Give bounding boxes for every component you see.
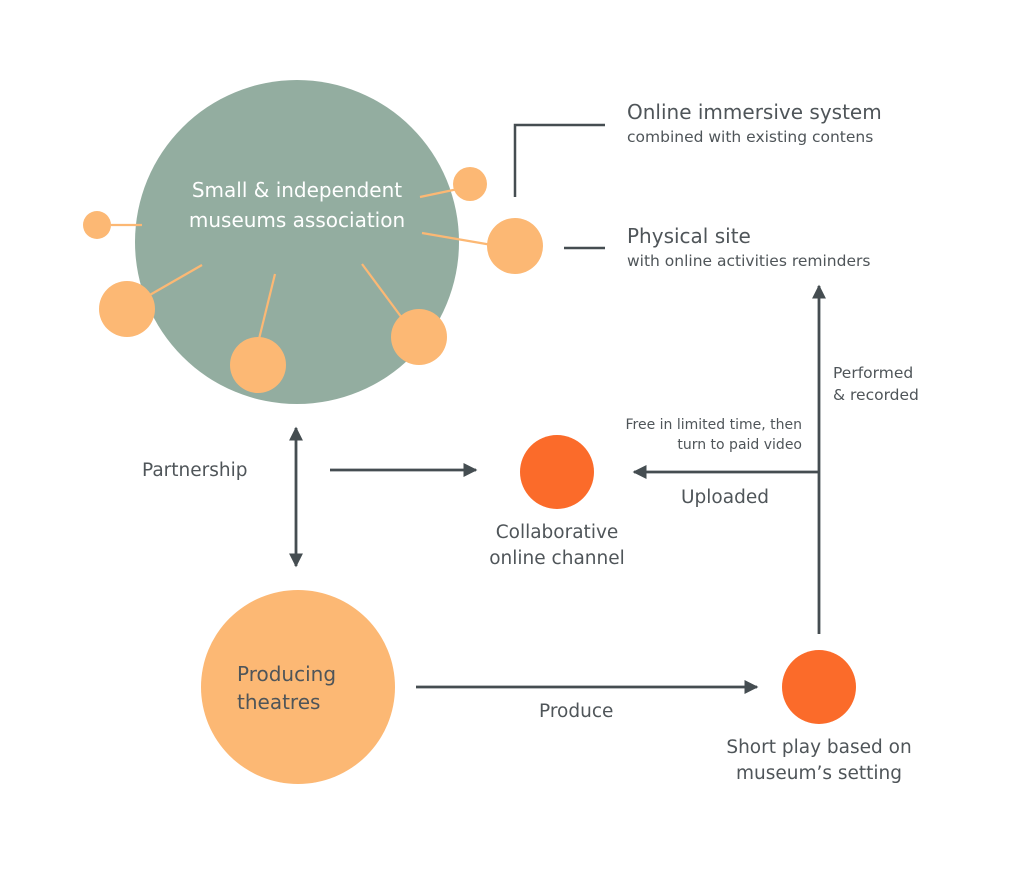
performed-recorded-label: Performed & recorded [833, 364, 919, 405]
satellite-connector-upper-right [419, 187, 459, 199]
online-system-bracket [513, 123, 605, 197]
online-system-subtitle: combined with existing contens [627, 128, 874, 147]
collaborative-channel-label: Collaborative online channel [447, 522, 667, 570]
free-limited-time-label: Free in limited time, then turn to paid … [572, 417, 803, 454]
short-play-label: Short play based on museum’s setting [694, 737, 944, 785]
museums-association-line2: museums association [188, 208, 406, 233]
producing-theatres-line1: Producing [237, 662, 337, 686]
satellite-connector-lower-left [147, 264, 203, 297]
performed-line2: & recorded [833, 385, 919, 404]
collaborative-channel-line2: online channel [489, 547, 625, 569]
physical-site-label: Physical site with online activities rem… [627, 224, 870, 271]
producing-theatres-circle [201, 590, 395, 784]
short-play-line2: museum’s setting [735, 762, 903, 784]
museums-association-circle [135, 80, 459, 404]
museums-association-line1: Small & independent [191, 178, 403, 202]
produce-label: Produce [539, 701, 614, 722]
partnership-label: Partnership [142, 460, 248, 481]
satellite-node-lower-left [99, 281, 155, 337]
satellite-node-bottom [230, 337, 286, 393]
satellite-connector-right [421, 231, 493, 247]
free-line2: turn to paid video [677, 437, 802, 454]
satellite-node-left [83, 211, 111, 239]
online-system-label: Online immersive system combined with ex… [627, 100, 882, 147]
producing-theatres-line2: theatres [237, 690, 321, 715]
free-line1: Free in limited time, then [625, 417, 803, 433]
collaborative-channel-line1: Collaborative [495, 522, 619, 543]
physical-site-subtitle: with online activities reminders [627, 252, 871, 271]
short-play-circle [782, 650, 856, 724]
performed-line1: Performed [833, 364, 914, 382]
collaborative-channel-circle [520, 435, 594, 509]
museums-association-label: Small & independent museums association [162, 178, 432, 233]
satellite-connector-lower-right [361, 263, 403, 319]
satellite-node-right [487, 218, 543, 274]
physical-site-title: Physical site [627, 224, 751, 248]
uploaded-label: Uploaded [681, 487, 769, 508]
short-play-line1: Short play based on [726, 737, 912, 758]
producing-theatres-label: Producing theatres [237, 662, 336, 715]
satellite-node-upper-right [453, 167, 487, 201]
satellite-connector-bottom [257, 273, 277, 340]
online-system-title: Online immersive system [627, 100, 882, 124]
satellite-node-lower-right [391, 309, 447, 365]
